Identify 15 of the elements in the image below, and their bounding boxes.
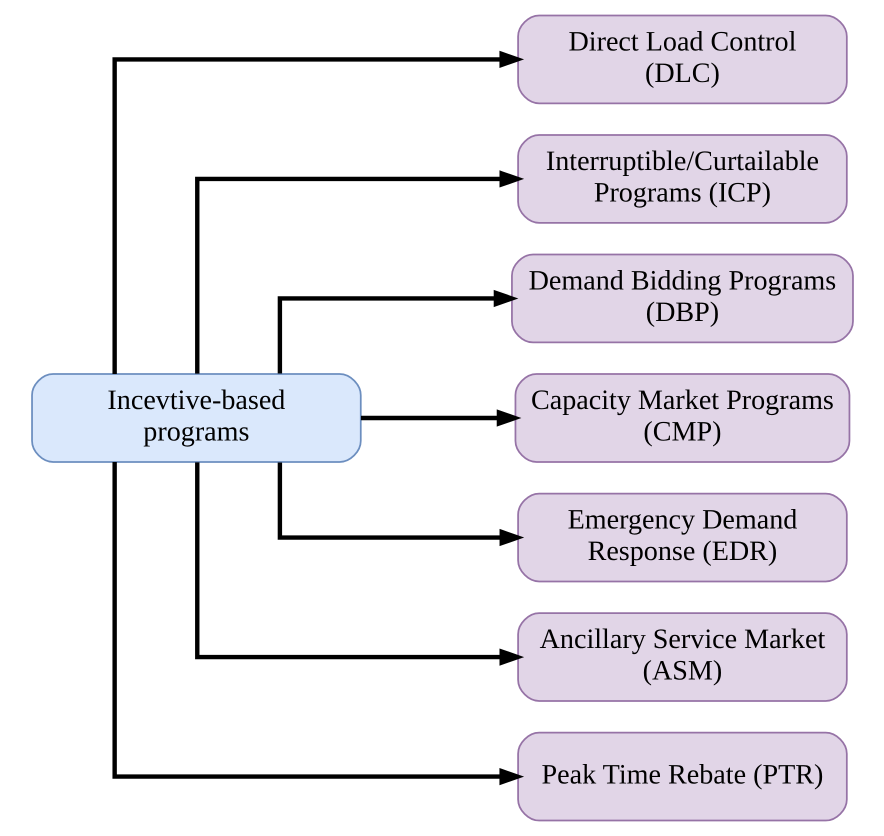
arrow [360,409,521,427]
arrow [194,462,524,666]
arrow [112,462,524,786]
node-box: Capacity Market Programs (CMP) [514,373,850,463]
node-box: Direct Load Control (DLC) [516,14,848,104]
node-box: Emergency Demand Response (EDR) [516,492,848,582]
node-box: Demand Bidding Programs (DBP) [510,254,854,344]
node-box: Incevtive-based programs [30,373,362,463]
node-box: Ancillary Service Market (ASM) [516,612,848,702]
arrow [194,170,524,374]
node-box: Peak Time Rebate (PTR) [516,732,848,822]
node-box: Interruptible/Curtailable Programs (ICP) [516,134,848,224]
arrow [277,290,518,374]
arrow [277,462,524,546]
arrow [112,50,524,374]
